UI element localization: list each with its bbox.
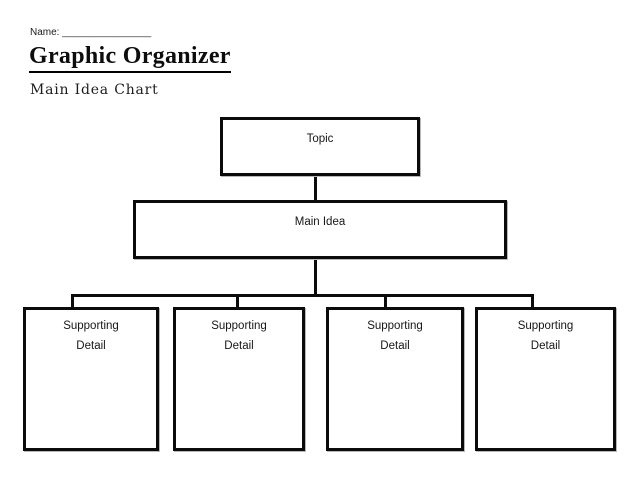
supporting-detail-4-line1: Supporting [517,320,574,332]
page-subtitle: Main Idea Chart [30,82,159,98]
topic-box-label: Topic [306,133,334,145]
supporting-detail-2-line2: Detail [224,340,254,352]
supporting-detail-box-3: Supporting Detail [326,307,464,451]
page-title: Graphic Organizer [29,43,231,74]
connector-mainidea-to-branch [314,258,317,296]
connector-stub-detail-3 [384,294,387,310]
main-idea-box: Main Idea [133,200,507,259]
supporting-detail-3-line1: Supporting [367,320,423,332]
supporting-detail-1-line2: Detail [76,340,106,352]
supporting-detail-2-line1: Supporting [211,320,267,332]
name-blank-line: ________________ [62,27,152,38]
connector-stub-detail-4 [531,294,534,310]
name-field-row: Name: ________________ [30,27,151,38]
supporting-detail-box-2: Supporting Detail [173,307,305,451]
supporting-detail-3-line2: Detail [380,340,410,352]
connector-stub-detail-1 [71,294,74,310]
name-label: Name: [30,27,60,38]
connector-branch-horizontal [71,294,534,297]
topic-box: Topic [220,117,420,176]
supporting-detail-box-1: Supporting Detail [23,307,159,451]
main-idea-box-label: Main Idea [294,216,346,228]
connector-stub-detail-2 [236,294,239,310]
supporting-detail-box-4: Supporting Detail [475,307,616,451]
supporting-detail-4-line2: Detail [530,340,561,352]
supporting-detail-1-line1: Supporting [63,320,119,332]
connector-topic-to-mainidea [314,175,317,202]
